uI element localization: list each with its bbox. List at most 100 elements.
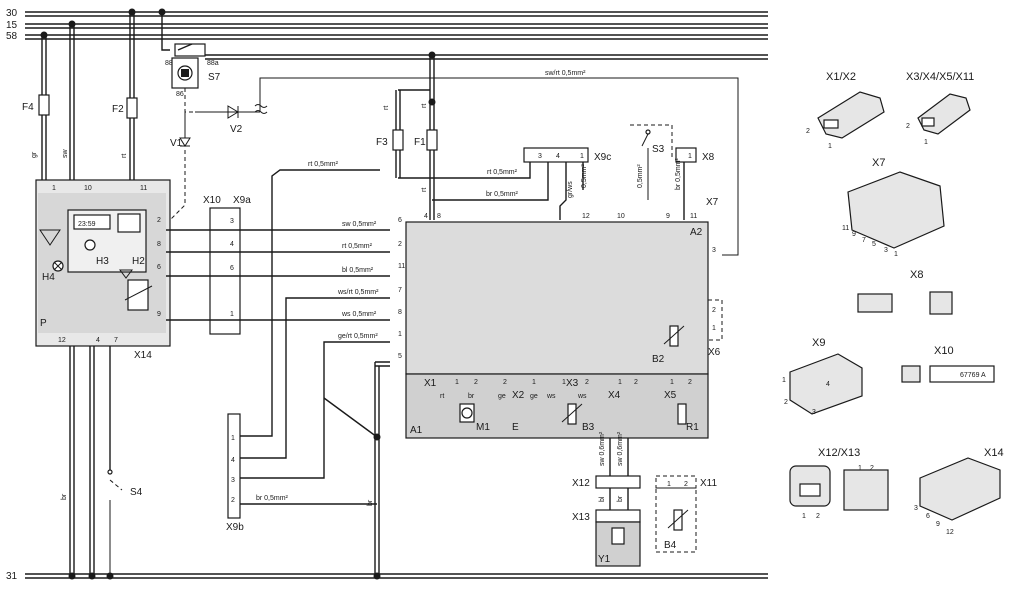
connector-x12 (595, 475, 641, 489)
rail-15-label: 15 (6, 20, 18, 31)
wire-label-sw06: sw 0,6mm² (599, 431, 606, 466)
connector-x9c (523, 147, 589, 163)
legend-x9-title: X9 (812, 337, 825, 349)
svg-text:5: 5 (398, 353, 402, 360)
wire-label-bl: bl 0,5mm² (342, 267, 374, 274)
wire-color-gr: gr (31, 151, 38, 158)
sensor-b4-label: B4 (664, 540, 677, 551)
connector-x6-label: X6 (708, 347, 721, 358)
svg-text:11: 11 (398, 263, 405, 270)
rail-30-label: 30 (6, 8, 18, 19)
heater-control-unit-a2 (405, 221, 709, 375)
svg-text:12: 12 (582, 213, 590, 220)
connector-x2-label: X2 (512, 390, 525, 401)
wire-color-bl: bl (599, 496, 606, 502)
svg-text:9: 9 (666, 213, 670, 220)
resistor-r1-label: R1 (686, 422, 699, 433)
heater-unit-a1 (405, 373, 709, 439)
solenoid-y1-label: Y1 (598, 554, 611, 565)
wire-label-rt: rt 0,5mm² (342, 243, 373, 250)
connector-x9b-label: X9b (226, 522, 244, 533)
svg-text:2: 2 (806, 128, 810, 135)
relay-s7-label: S7 (208, 72, 221, 83)
svg-text:3: 3 (538, 153, 542, 160)
svg-text:1: 1 (894, 251, 898, 258)
wire-color-br: br (617, 495, 624, 502)
wire-color-rt: rt (383, 106, 390, 110)
svg-text:8: 8 (157, 241, 161, 248)
label-a1: A1 (410, 425, 423, 436)
connector-x8-label: X8 (702, 152, 715, 163)
svg-text:7: 7 (398, 287, 402, 294)
wire-color-ge: ge (498, 393, 506, 400)
clock-display-text: 23:59 (78, 221, 96, 228)
switch-s3-label: S3 (652, 144, 665, 155)
fuse-f2-label: F2 (112, 104, 124, 115)
wire-label-rt: rt 0,5mm² (487, 169, 518, 176)
svg-text:7: 7 (114, 337, 118, 344)
svg-text:4: 4 (556, 153, 560, 160)
svg-text:2: 2 (712, 307, 716, 314)
legend-x1x2-title: X1/X2 (826, 71, 856, 83)
wire-color-rt: rt (421, 188, 428, 192)
svg-text:9: 9 (157, 311, 161, 318)
diode-v1-label: V1 (170, 138, 183, 149)
connector-legend: X1/X2 2 1 X3/X4/X5/X11 2 1 X7 11 9 7 5 3… (782, 71, 1004, 536)
legend-x14-title: X14 (984, 447, 1004, 459)
svg-text:1: 1 (455, 379, 459, 386)
wire-label-grws: gr/ws (567, 181, 574, 198)
svg-text:1: 1 (858, 465, 862, 472)
svg-text:4: 4 (96, 337, 100, 344)
wire-label-br: br 0,5mm² (256, 495, 289, 502)
fuse-f3 (392, 129, 404, 151)
legend-x8-title: X8 (910, 269, 923, 281)
connector-x9c-label: X9c (594, 152, 611, 163)
connector-x8 (675, 147, 697, 163)
connector-x12-label: X12 (572, 478, 590, 489)
svg-text:2: 2 (585, 379, 589, 386)
svg-text:1: 1 (924, 139, 928, 146)
svg-text:11: 11 (690, 213, 697, 220)
wire-color-br: br (61, 493, 68, 500)
fuse-f1-label: F1 (414, 137, 426, 148)
wire-color-br: br (468, 393, 475, 400)
connector-x5-label: X5 (664, 390, 677, 401)
relay-s7-contact (174, 43, 206, 57)
svg-text:4: 4 (231, 457, 235, 464)
wire-label-wsrt: ws/rt 0,5mm² (337, 289, 379, 296)
svg-text:2: 2 (398, 241, 402, 248)
wire-label-05: 0,5mm² (581, 164, 588, 188)
svg-text:2: 2 (688, 379, 692, 386)
label-a2: A2 (690, 227, 703, 238)
rail-31-label: 31 (6, 571, 18, 582)
rail-58-label: 58 (6, 31, 18, 42)
svg-text:4: 4 (230, 241, 234, 248)
connector-x1-label: X1 (424, 378, 437, 389)
legend-x3x11-title: X3/X4/X5/X11 (906, 71, 974, 83)
wire-color-rt: rt (121, 154, 128, 158)
sensor-b3-label: B3 (582, 422, 595, 433)
svg-text:1: 1 (562, 379, 566, 386)
svg-text:7: 7 (862, 237, 866, 244)
svg-text:2: 2 (474, 379, 478, 386)
svg-text:1: 1 (667, 481, 671, 488)
svg-text:10: 10 (617, 213, 625, 220)
wire-label-sw06: sw 0,6mm² (617, 431, 624, 466)
connector-x13-label: X13 (572, 512, 590, 523)
wire-label-05: 0,5mm² (637, 164, 644, 188)
svg-text:8: 8 (398, 309, 402, 316)
cluster-p-label: P (40, 318, 47, 329)
svg-text:12: 12 (946, 529, 954, 536)
wire-color-ws: ws (577, 393, 587, 400)
svg-text:1: 1 (52, 185, 56, 192)
svg-text:2: 2 (816, 513, 820, 520)
x10-part-number: 67769 A (960, 372, 986, 379)
svg-text:1: 1 (398, 331, 402, 338)
wire-color-sw: sw (62, 149, 69, 159)
connector-x9b (227, 413, 241, 519)
svg-text:3: 3 (914, 505, 918, 512)
svg-text:1: 1 (802, 513, 806, 520)
motor-m1-label: M1 (476, 422, 490, 433)
svg-text:2: 2 (684, 481, 688, 488)
legend-x12x13-title: X12/X13 (818, 447, 860, 459)
